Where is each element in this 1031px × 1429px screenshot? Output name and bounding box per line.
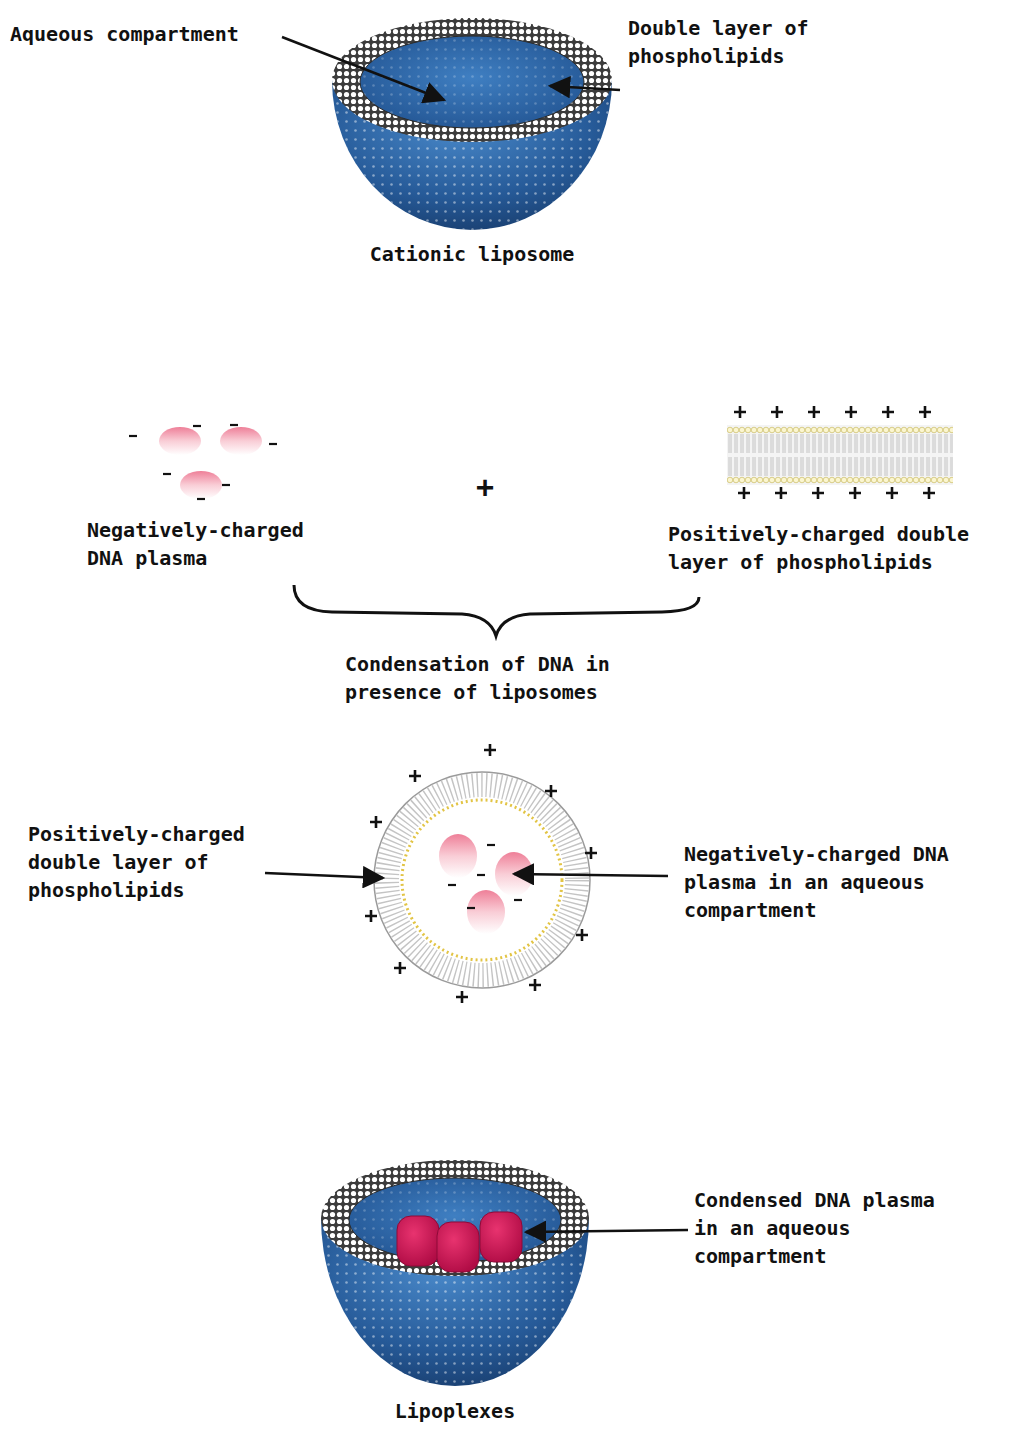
leader-line xyxy=(265,873,383,878)
dna-blobs xyxy=(129,425,277,499)
bilayer-strip xyxy=(727,406,953,499)
caption-label: Cationic liposome xyxy=(322,240,622,268)
callout-label: Condensed DNA plasma in an aqueous compa… xyxy=(694,1186,964,1270)
plus-operator: + xyxy=(465,470,505,504)
part-label: Positively-charged double layer of phosp… xyxy=(668,520,1013,576)
lipoplex-bowl xyxy=(321,1160,589,1386)
curly-brace xyxy=(294,585,699,636)
leader-line xyxy=(514,874,668,876)
part-label: Negatively-charged DNA plasma xyxy=(87,516,347,572)
callout-label: Negatively-charged DNA plasma in an aque… xyxy=(684,840,984,924)
cationic-liposome-bowl xyxy=(332,18,612,230)
callout-label: Double layer of phospholipids xyxy=(628,14,848,70)
leader-line xyxy=(526,1230,688,1232)
leader-line xyxy=(550,86,620,90)
callout-label: Positively-charged double layer of phosp… xyxy=(28,820,260,904)
caption-label: Lipoplexes xyxy=(305,1397,605,1425)
callout-label: Aqueous compartment xyxy=(10,20,270,48)
leader-line xyxy=(282,37,444,100)
process-label: Condensation of DNA in presence of lipos… xyxy=(345,650,645,706)
